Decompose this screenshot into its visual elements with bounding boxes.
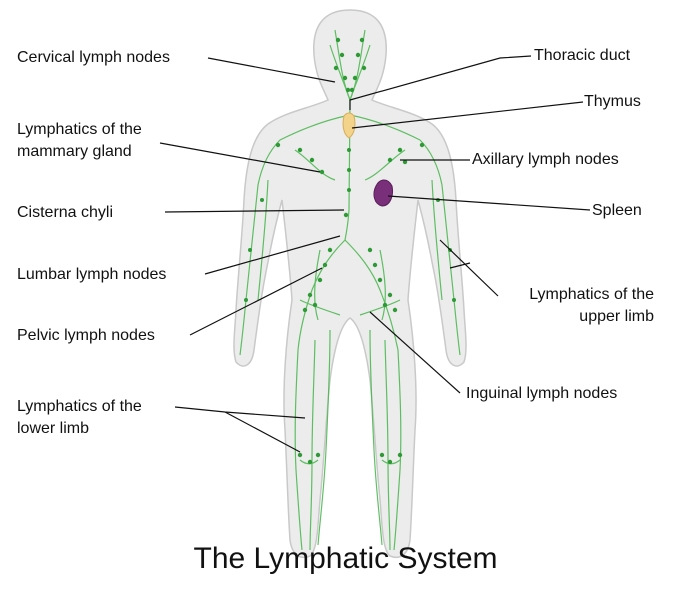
label-upper-limb-line1: Lymphatics of the <box>494 285 654 305</box>
diagram-title: The Lymphatic System <box>0 541 691 577</box>
label-thoracic-duct: Thoracic duct <box>534 46 630 66</box>
body-silhouette <box>234 10 466 557</box>
spleen-organ <box>374 180 393 206</box>
label-lower-limb-line1: Lymphatics of the <box>17 397 142 417</box>
body-outline <box>234 10 466 557</box>
label-inguinal-lymph-nodes: Inguinal lymph nodes <box>466 384 617 404</box>
label-axillary-lymph-nodes: Axillary lymph nodes <box>472 150 619 170</box>
label-cervical-lymph-nodes: Cervical lymph nodes <box>17 48 170 68</box>
label-spleen: Spleen <box>592 201 642 221</box>
label-cisterna-chyli: Cisterna chyli <box>17 203 113 223</box>
label-thymus: Thymus <box>584 92 641 112</box>
label-lower-limb-line2: lower limb <box>17 419 89 439</box>
label-lumbar-lymph-nodes: Lumbar lymph nodes <box>17 265 166 285</box>
label-pelvic-lymph-nodes: Pelvic lymph nodes <box>17 326 155 346</box>
label-upper-limb-line2: upper limb <box>494 307 654 327</box>
label-mammary-line1: Lymphatics of the <box>17 120 142 140</box>
label-mammary-line2: mammary gland <box>17 142 132 162</box>
